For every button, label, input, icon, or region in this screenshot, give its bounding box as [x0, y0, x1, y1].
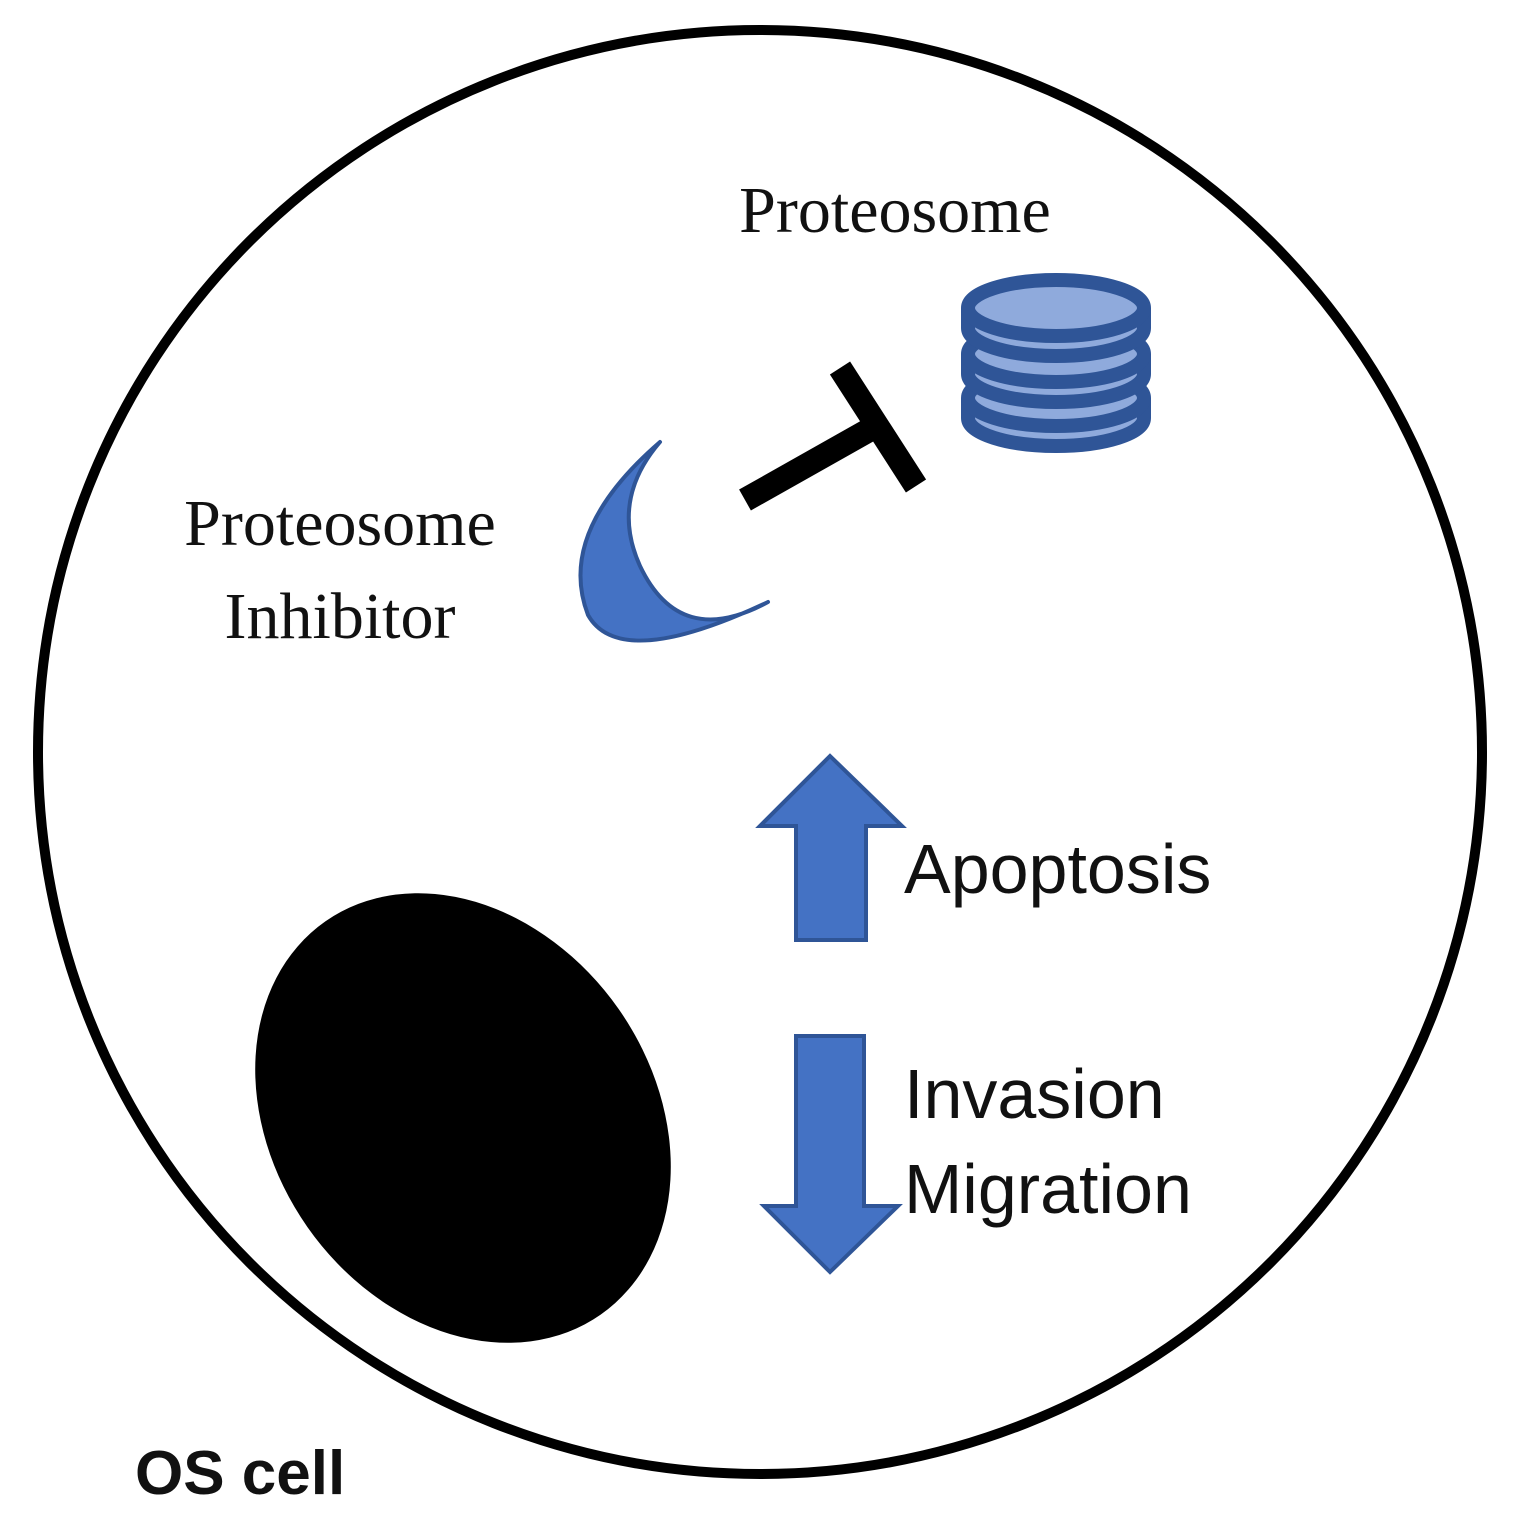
inhibitor-label-line1: Proteosome	[184, 487, 496, 560]
inhibitor-crescent-icon	[578, 440, 770, 643]
apoptosis-label: Apoptosis	[904, 830, 1211, 908]
cell-label: OS cell	[135, 1439, 345, 1508]
up-arrow-icon	[755, 753, 907, 942]
proteasome-icon	[961, 273, 1151, 453]
inhibition-t-bar-icon	[739, 361, 927, 511]
proteasome-label: Proteosome	[739, 174, 1051, 247]
migration-label: Migration	[904, 1150, 1192, 1228]
nucleus-icon	[255, 893, 671, 1343]
invasion-label: Invasion	[904, 1055, 1165, 1133]
down-arrow-icon	[759, 1034, 903, 1275]
inhibitor-label-line2: Inhibitor	[225, 580, 456, 653]
